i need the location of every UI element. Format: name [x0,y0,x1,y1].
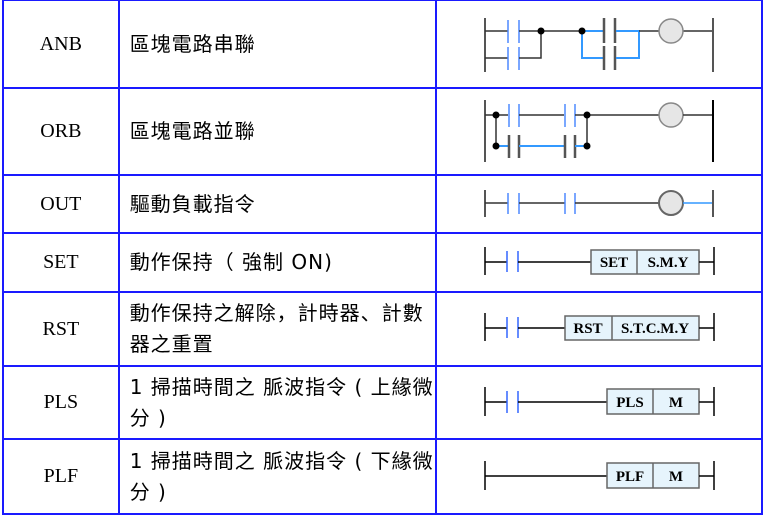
out-diagram [484,190,714,217]
ladder-diagram [434,0,764,89]
ladder-diagram [434,174,764,234]
instruction-desc: 區塊電路並聯 [117,87,437,176]
rst-operand: S.T.C.M.Y [621,321,689,337]
instruction-code: PLS [2,365,120,440]
instruction-code: ORB [2,87,120,176]
plf-diagram: PLF M [484,461,715,490]
instruction-code: RST [2,291,120,367]
rst-diagram: RST S.T.C.M.Y [484,313,715,341]
orb-diagram [484,100,714,162]
instruction-desc: 1 掃描時間之 脈波指令 ( 上緣微分 ) [117,365,437,440]
instruction-code: SET [2,232,120,293]
pls-operand: M [669,395,683,411]
set-diagram: SET S.M.Y [484,247,715,275]
instruction-code: ANB [2,0,120,89]
set-operand: S.M.Y [648,255,689,271]
plf-operand: M [669,469,683,485]
instruction-code: PLF [2,438,120,515]
ladder-diagram [434,87,764,176]
instruction-desc: 區塊電路串聯 [117,0,437,89]
instruction-desc: 動作保持（ 強制 ON) [117,232,437,293]
pls-diagram: PLS M [484,387,715,416]
rst-op: RST [573,321,602,337]
set-op: SET [600,255,628,271]
pls-op: PLS [616,395,644,411]
anb-diagram [484,18,714,72]
instruction-desc: 1 掃描時間之 脈波指令 ( 下緣微分 ) [117,438,437,515]
instruction-desc: 驅動負載指令 [117,174,437,234]
instruction-code: OUT [2,174,120,234]
instruction-desc: 動作保持之解除，計時器、計數器之重置 [117,291,437,367]
plf-op: PLF [616,469,644,485]
